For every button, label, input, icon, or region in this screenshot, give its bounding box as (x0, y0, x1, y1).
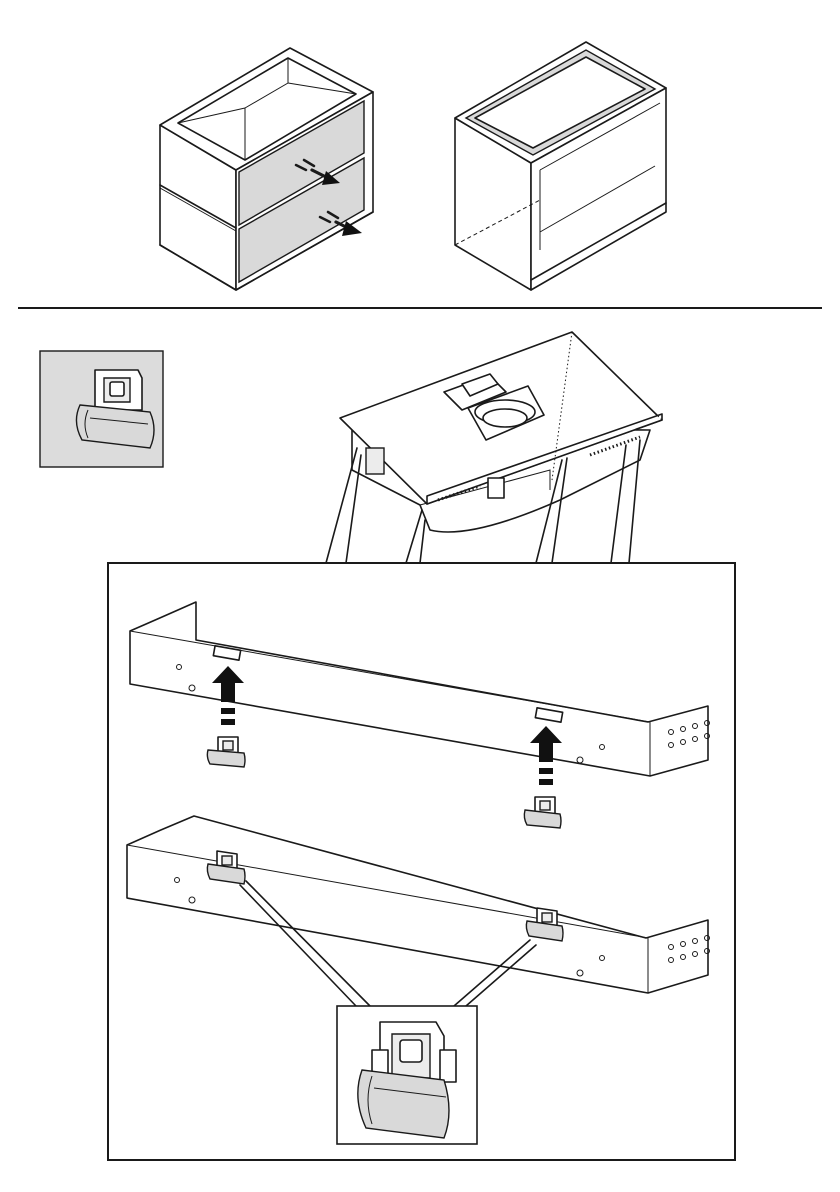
rail-lower (127, 816, 710, 993)
clip-detail-thumbnail (40, 351, 163, 467)
cabinet-with-drawers-illustration (160, 48, 373, 290)
hob-unit-illustration (326, 332, 662, 563)
rail-upper (130, 602, 710, 776)
open-cabinet-illustration (455, 42, 666, 290)
loose-clip-right (524, 797, 561, 828)
loose-clip-left (207, 737, 245, 767)
clip-zoom-detail (337, 1006, 477, 1144)
